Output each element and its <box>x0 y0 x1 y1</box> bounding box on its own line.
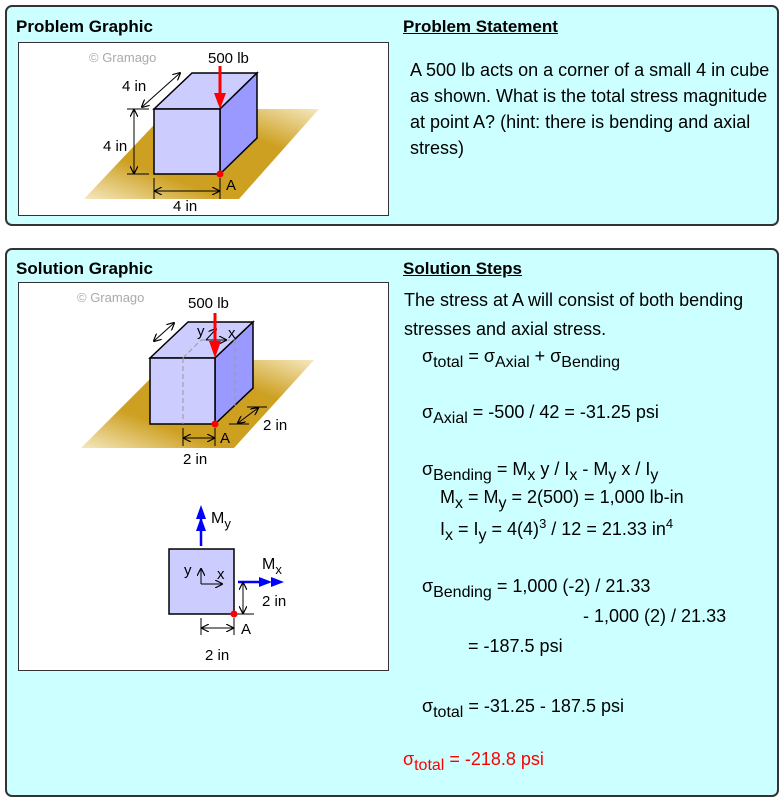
equation-part: σ <box>422 459 434 479</box>
equation-part: y <box>478 527 487 544</box>
section-axis-y: y <box>184 562 192 579</box>
depth-dimension <box>142 73 180 107</box>
depth-dimension-top <box>154 323 174 341</box>
point-a-label: A <box>220 430 230 447</box>
equation-line: - 1,000 (2) / 21.33 <box>583 606 726 627</box>
equation-part: total <box>414 757 445 774</box>
equation-part: = 1,000 (-2) / 21.33 <box>491 576 651 596</box>
equation-part: y <box>498 495 507 512</box>
cube-front <box>153 108 221 175</box>
z-dimension <box>238 408 258 423</box>
section-point-a-label: A <box>241 621 251 638</box>
equation-part: = -500 / 42 = -31.25 psi <box>467 402 659 422</box>
equation-part: = 4(4) <box>486 519 540 539</box>
equation-line: σBending = Mx y / Ix - My x / Iy <box>422 459 658 484</box>
equation-part: / 12 = 21.33 in <box>546 519 666 539</box>
point-a-marker <box>216 170 224 178</box>
force-arrow <box>214 93 226 109</box>
moment-y-arrow <box>196 517 206 531</box>
equation-line: σtotal = -31.25 - 187.5 psi <box>422 696 624 721</box>
equation-line: = -187.5 psi <box>468 636 563 657</box>
equation-line: Ix = Iy = 4(4)3 / 12 = 21.33 in4 <box>440 516 674 544</box>
section-point-a <box>230 610 238 618</box>
solution-steps-title: Solution Steps <box>403 259 522 278</box>
equation-part: x / I <box>616 459 651 479</box>
equation-part: = -218.8 psi <box>444 749 544 769</box>
equation-part: x <box>455 495 463 512</box>
solution-graphic: y x 500 lb © Gramago 2 in 2 in A My Mx <box>18 282 389 671</box>
equation-part: x <box>527 467 536 484</box>
equation-part: σ <box>403 749 415 769</box>
equation-part: I <box>440 519 446 539</box>
section-axis-x: x <box>217 566 225 583</box>
equation-part: = M <box>463 487 499 507</box>
equation-part: = I <box>453 519 479 539</box>
cube-diagram: 500 lb © Gramago 4 in 4 in 4 in A <box>84 50 319 215</box>
equation-part: σ <box>422 402 434 422</box>
equation-part: = -187.5 psi <box>468 636 563 656</box>
force-label: 500 lb <box>208 50 249 67</box>
problem-panel: Problem Graphic Problem Statement 500 lb… <box>5 5 779 226</box>
equation-part: Bending <box>433 584 492 601</box>
cross-section <box>168 548 235 615</box>
equation-part: - 1,000 (2) / 21.33 <box>583 606 727 626</box>
width-label: 4 in <box>173 198 197 215</box>
equation-part: = 2(500) = 1,000 lb-in <box>506 487 684 507</box>
force-label: 500 lb <box>188 295 229 312</box>
equation-line: σAxial = -500 / 42 = -31.25 psi <box>422 402 659 427</box>
equation-part: y <box>650 467 659 484</box>
equation-part: total <box>433 704 464 721</box>
moment-x-arrow <box>271 577 284 587</box>
equation-part: σ <box>422 576 434 596</box>
problem-statement: A 500 lb acts on a corner of a small 4 i… <box>410 60 770 158</box>
equation-line: σtotal = σAxial + σBending <box>422 346 620 371</box>
moment-y-label: My <box>211 510 231 531</box>
equation-part: y / I <box>535 459 570 479</box>
equation-part: σ <box>422 346 434 366</box>
force-arrow <box>209 341 221 358</box>
problem-graphic-title: Problem Graphic <box>16 17 153 36</box>
point-a-marker <box>211 420 219 428</box>
height-label: 4 in <box>103 138 127 155</box>
equation-part: Bending <box>561 354 621 371</box>
moment-x-label: Mx <box>262 556 282 577</box>
axis-x-label: x <box>228 325 236 342</box>
depth-label: 4 in <box>122 78 146 95</box>
equation-line: σBending = 1,000 (-2) / 21.33 <box>422 576 651 601</box>
equation-part: 4 <box>665 516 674 531</box>
equation-part: + σ <box>529 346 562 366</box>
problem-statement-title: Problem Statement <box>403 17 558 36</box>
solution-intro: The stress at A will consist of both ben… <box>404 290 744 339</box>
watermark: © Gramago <box>77 290 144 305</box>
section-y-dim-label: 2 in <box>262 593 286 610</box>
solution-panel: Solution Graphic Solution Steps y x 500 … <box>5 248 779 797</box>
problem-graphic: 500 lb © Gramago 4 in 4 in 4 in A <box>18 42 389 216</box>
equation-part: x <box>445 527 454 544</box>
solution-diagram: y x 500 lb © Gramago 2 in 2 in A My Mx <box>77 290 314 664</box>
equation-line: Mx = My = 2(500) = 1,000 lb-in <box>440 487 684 512</box>
equation-part: Bending <box>433 467 492 484</box>
point-a-label: A <box>226 177 236 194</box>
solution-graphic-title: Solution Graphic <box>16 259 153 278</box>
axis-y-label: y <box>197 323 205 340</box>
equation-part: = -31.25 - 187.5 psi <box>463 696 624 716</box>
equation-part: Axial <box>494 354 530 371</box>
equation-part: total <box>433 354 464 371</box>
final-answer: σtotal = -218.8 psi <box>403 749 544 774</box>
equation-part: x <box>569 467 578 484</box>
equation-part: Axial <box>433 410 468 427</box>
equation-part: = σ <box>463 346 495 366</box>
equation-part: M <box>440 487 455 507</box>
equation-part: - M <box>577 459 609 479</box>
equation-part: = M <box>491 459 528 479</box>
watermark: © Gramago <box>89 50 156 65</box>
equation-part: 3 <box>539 516 547 531</box>
equation-part: y <box>608 467 617 484</box>
x-dim-label: 2 in <box>183 451 207 468</box>
z-dim-label: 2 in <box>263 417 287 434</box>
section-x-dim-label: 2 in <box>205 647 229 664</box>
equation-part: σ <box>422 696 434 716</box>
